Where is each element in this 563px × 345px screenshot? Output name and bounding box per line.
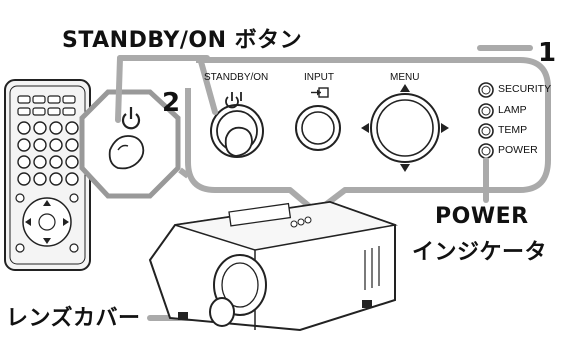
power-indicator-callout-line2: インジケータ: [412, 240, 548, 265]
step-1-marker: 1: [538, 38, 557, 68]
power-symbol-icon: [225, 92, 239, 109]
menu-dpad-icon: [361, 84, 449, 172]
lens-cover: [209, 297, 235, 327]
power-indicator-callout-line1: POWER: [435, 204, 529, 229]
input-arrow-icon: [311, 87, 329, 98]
indicator-label-temp: TEMP: [498, 124, 528, 136]
control-panel-callout: [178, 57, 551, 215]
standby-button-callout: STANDBY/ON ボタン: [62, 28, 303, 53]
remote-zoom-callout: [79, 89, 181, 199]
menu-label: MENU: [390, 72, 420, 83]
indicator-label-lamp: LAMP: [498, 104, 527, 116]
indicator-lamps: [478, 82, 494, 159]
standby-on-label: STANDBY/ON: [204, 72, 269, 83]
indicator-label-security: SECURITY: [498, 83, 552, 95]
power-symbol-icon: [121, 107, 141, 130]
remote-control: [4, 79, 91, 271]
indicator-lamp-icon: [478, 82, 494, 159]
input-button: [295, 87, 341, 151]
step-2-marker: 2: [162, 88, 181, 118]
pointing-hand-icon: [224, 126, 253, 157]
input-label: INPUT: [304, 72, 334, 83]
lens-cover-callout: レンズカバー: [6, 306, 141, 331]
standby-on-button: [210, 92, 264, 158]
indicator-label-power: POWER: [498, 144, 538, 156]
pointing-hand-icon: [108, 135, 145, 170]
projector-body: [148, 200, 398, 332]
